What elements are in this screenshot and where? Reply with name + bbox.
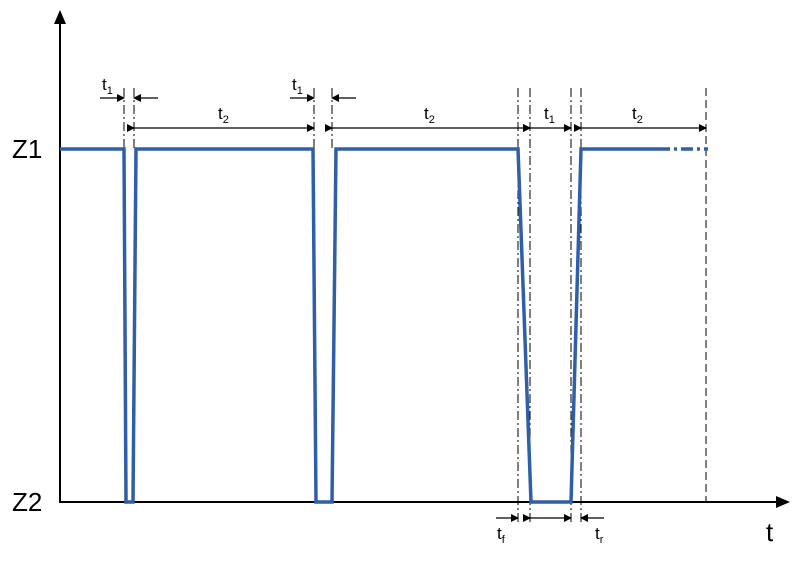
dimension-arrows bbox=[100, 94, 707, 522]
t2-label: t2 bbox=[632, 104, 643, 126]
time-axis-label: t bbox=[766, 517, 774, 547]
t2-label: t2 bbox=[218, 104, 229, 126]
t1-label: t1 bbox=[292, 75, 303, 97]
axes bbox=[54, 10, 790, 508]
y-axis-arrowhead bbox=[54, 10, 66, 24]
tr-label: tr bbox=[595, 524, 604, 546]
tf-label: tf bbox=[497, 524, 506, 546]
t1-label: t1 bbox=[544, 104, 555, 126]
z1-label: Z1 bbox=[12, 134, 42, 164]
x-axis-arrowhead bbox=[776, 496, 790, 508]
signal-waveform bbox=[60, 147, 708, 504]
interval-labels: t1 t2 t1 t2 t1 t2 tf tr bbox=[102, 75, 643, 546]
t1-label: t1 bbox=[102, 75, 113, 97]
t2-label: t2 bbox=[424, 104, 435, 126]
z2-label: Z2 bbox=[12, 487, 42, 517]
signal-trace bbox=[60, 147, 658, 504]
reference-lines bbox=[123, 88, 582, 525]
